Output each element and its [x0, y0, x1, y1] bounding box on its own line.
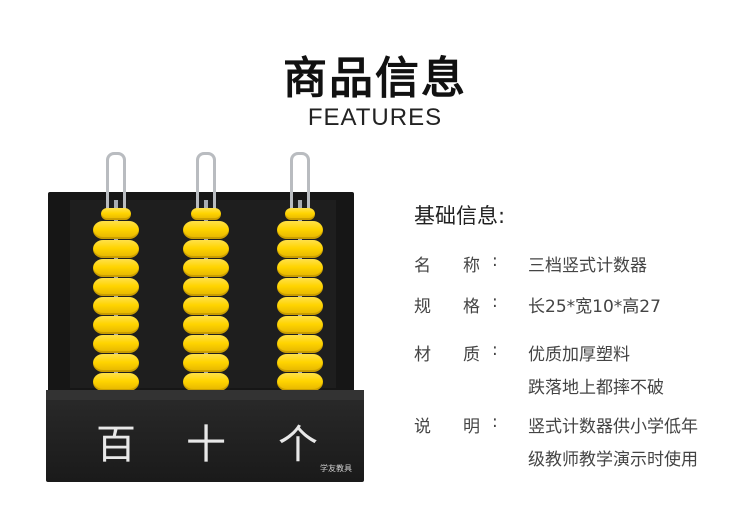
place-label-tens: 十 — [186, 422, 226, 468]
spec-value-material-line1: 优质加厚塑料 — [528, 345, 630, 365]
bead-column-hundreds — [93, 208, 139, 405]
rod-hook — [196, 152, 216, 211]
bead-column-ones — [277, 208, 323, 405]
place-label-ones: 个 — [278, 422, 318, 468]
spec-heading: 基础信息: — [414, 204, 506, 228]
spec-label-name: 名 称 : — [414, 251, 498, 276]
spec-label-description: 说 明 : — [414, 412, 498, 437]
spec-value-description-line1: 竖式计数器供小学低年 — [528, 417, 698, 437]
page-title: 商品信息 — [283, 53, 467, 104]
brand-mark: 学友教具 — [320, 464, 352, 473]
abacus-base: 百 十 个 学友教具 — [46, 390, 364, 482]
spec-value-description-line2: 级教师教学演示时使用 — [528, 450, 698, 470]
place-label-hundreds: 百 — [96, 422, 136, 468]
rod-hook — [290, 152, 310, 211]
page-subtitle: FEATURES — [307, 104, 443, 131]
spec-label-size: 规 格 : — [414, 292, 498, 317]
spec-value-material-line2: 跌落地上都摔不破 — [528, 378, 664, 398]
spec-label-material: 材 质 : — [414, 340, 498, 365]
spec-value-name: 三档竖式计数器 — [528, 256, 647, 276]
product-image-abacus: 百 十 个 学友教具 — [38, 140, 368, 500]
bead-column-tens — [183, 208, 229, 405]
spec-value-size: 长25*宽10*高27 — [528, 297, 661, 317]
rod-hook — [106, 152, 126, 211]
